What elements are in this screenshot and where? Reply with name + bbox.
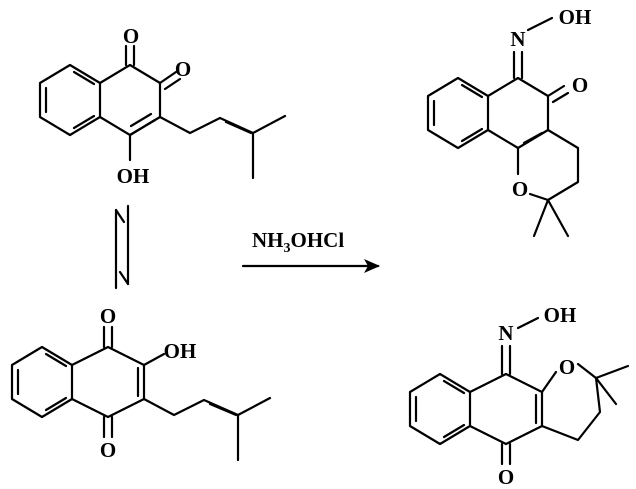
hydroxyl-label: OH — [559, 5, 592, 29]
oxygen-right-label: O — [175, 57, 191, 81]
nitrogen-label: N — [510, 27, 525, 51]
oxygen-top-label: O — [123, 24, 139, 48]
equilibrium-arrows — [114, 204, 130, 290]
keto-oxygen-label: O — [572, 73, 588, 97]
quinone-ring — [98, 63, 162, 137]
benzo-ring — [408, 372, 472, 446]
benzo-ring — [426, 76, 490, 150]
molecule-oxime-top: N OH O O — [426, 5, 592, 238]
molecule-oxime-bottom: N OH O O — [408, 303, 630, 489]
benzo-ring — [10, 345, 74, 419]
oxygen-bottom-label: O — [100, 438, 116, 462]
hydroxyl-label: OH — [544, 303, 577, 327]
ring-oxygen-label: O — [559, 355, 575, 379]
nitrogen-label: N — [498, 321, 513, 345]
arrow-head — [364, 259, 380, 273]
hydroxyl-label: OH — [164, 339, 197, 363]
oxygen-top-label: O — [100, 304, 116, 328]
molecule-para-quinone: O OH O — [10, 304, 272, 462]
keto-oxygen-label: O — [498, 465, 514, 489]
benzo-ring — [38, 63, 102, 137]
reaction-arrow-group: NH3OHCl — [241, 228, 380, 273]
reagent-label: NH3OHCl — [252, 228, 344, 256]
hydroxyl-label: OH — [117, 164, 150, 188]
molecule-ortho-quinone: O O OH — [38, 24, 287, 188]
ring-oxygen-label: O — [512, 177, 528, 201]
